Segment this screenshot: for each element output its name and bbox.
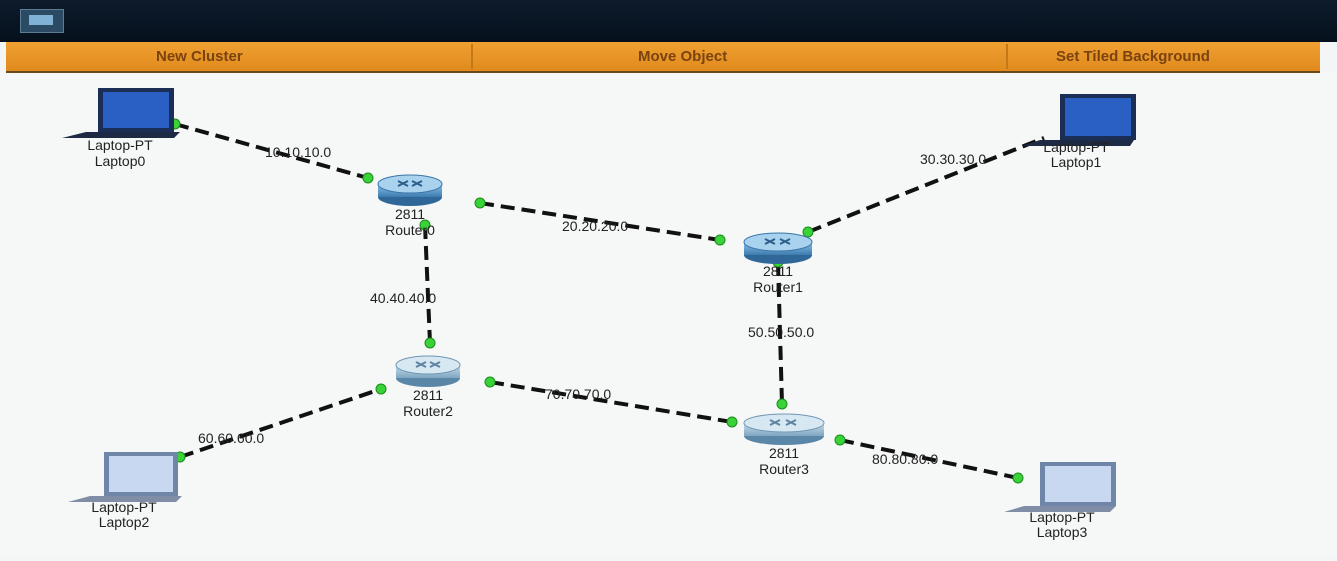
- laptop-name-label: Laptop1: [1051, 154, 1102, 170]
- router-model-label: 2811: [769, 445, 799, 461]
- link-laptop0-router0[interactable]: [174, 122, 369, 180]
- router-model-label: 2811: [763, 263, 793, 279]
- move-object-button[interactable]: Move Object: [638, 48, 728, 65]
- port-up-indicator: [484, 376, 496, 388]
- router-icon: [743, 232, 813, 264]
- port-up-indicator: [802, 226, 814, 238]
- laptop2[interactable]: Laptop-PT Laptop2: [68, 452, 182, 530]
- port-up-indicator: [362, 172, 374, 184]
- port-up-indicator: [474, 197, 486, 209]
- network-label: 50.50.50.0: [748, 324, 814, 340]
- laptop-name-label: Laptop2: [99, 514, 150, 530]
- port-up-indicator: [726, 416, 738, 428]
- laptop-model-label: Laptop-PT: [1043, 139, 1109, 155]
- router-name-label: Router3: [759, 461, 809, 477]
- topology-canvas[interactable]: 2811 Router0 2811 Router1 2811 Router2 2…: [0, 73, 1337, 556]
- link-router1-router3[interactable]: [776, 261, 784, 405]
- router-model-label: 2811: [413, 387, 443, 403]
- title-bar: [0, 0, 1337, 42]
- laptop-model-label: Laptop-PT: [87, 137, 153, 153]
- laptop-model-label: Laptop-PT: [91, 499, 157, 515]
- laptop-name-label: Laptop0: [95, 153, 146, 169]
- port-up-indicator: [424, 337, 436, 349]
- toolbar-separator: [471, 44, 473, 69]
- router1[interactable]: 2811 Router1: [743, 232, 813, 295]
- port-up-indicator: [776, 398, 788, 410]
- router-icon: [743, 413, 825, 445]
- link-router1-laptop1[interactable]: [807, 136, 1045, 234]
- laptop-model-label: Laptop-PT: [1029, 509, 1095, 525]
- laptop-icon: [68, 452, 182, 502]
- logical-workspace-toolbar: New Cluster Move Object Set Tiled Backgr…: [6, 42, 1320, 73]
- router-icon: [395, 355, 461, 387]
- network-label: 60.60.60.0: [198, 430, 264, 446]
- port-up-indicator: [714, 234, 726, 246]
- laptop-icon: [1004, 462, 1116, 512]
- toolbar-separator: [1006, 44, 1008, 69]
- router0[interactable]: 2811 Router0: [377, 174, 443, 238]
- link-router3-laptop3[interactable]: [839, 438, 1019, 480]
- network-label: 30.30.30.0: [920, 151, 986, 167]
- router-name-label: Router2: [403, 403, 453, 419]
- logical-workspace[interactable]: 2811 Router0 2811 Router1 2811 Router2 2…: [0, 73, 1337, 556]
- laptop3[interactable]: Laptop-PT Laptop3: [1004, 462, 1116, 540]
- link-router0-router1[interactable]: [479, 201, 721, 242]
- network-label: 10.10.10.0: [265, 144, 331, 160]
- laptop-icon: [1022, 94, 1136, 146]
- router-model-label: 2811: [395, 206, 425, 222]
- link-laptop2-router2[interactable]: [179, 387, 382, 459]
- port-up-indicator: [834, 434, 846, 446]
- laptop-name-label: Laptop3: [1037, 524, 1088, 540]
- port-up-indicator: [375, 383, 387, 395]
- set-tiled-background-button[interactable]: Set Tiled Background: [1056, 48, 1210, 65]
- router-name-label: Router1: [753, 279, 803, 295]
- laptop1[interactable]: Laptop-PT Laptop1: [1022, 94, 1136, 170]
- network-label: 20.20.20.0: [562, 218, 628, 234]
- new-cluster-button[interactable]: New Cluster: [156, 48, 243, 65]
- app-icon: [20, 9, 64, 33]
- port-up-indicator: [419, 219, 431, 231]
- network-label: 70.70.70.0: [545, 386, 611, 402]
- link-router0-router2[interactable]: [423, 224, 432, 344]
- laptop0[interactable]: Laptop-PT Laptop0: [62, 88, 180, 169]
- router3[interactable]: 2811 Router3: [743, 413, 825, 477]
- network-label: 40.40.40.0: [370, 290, 436, 306]
- laptop-icon: [62, 88, 180, 138]
- network-label: 80.80.80.0: [872, 451, 938, 467]
- router2[interactable]: 2811 Router2: [395, 355, 461, 419]
- router-name-label: Router0: [385, 222, 435, 238]
- router-icon: [377, 174, 443, 206]
- port-up-indicator: [1012, 472, 1024, 484]
